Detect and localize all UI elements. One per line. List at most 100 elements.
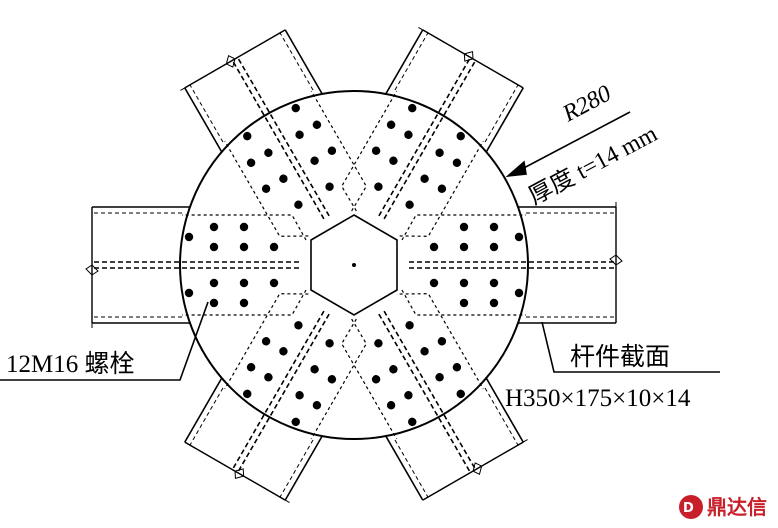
bolt — [295, 391, 304, 400]
bolt — [514, 288, 524, 298]
section-size: H350×175×10×14 — [505, 385, 691, 412]
sector-0 — [401, 212, 616, 318]
member-3 — [85, 202, 204, 328]
break-mark — [85, 264, 99, 276]
flange-dash-bottom — [394, 439, 429, 498]
bolt — [404, 391, 413, 400]
bolt — [239, 222, 249, 232]
bolt — [514, 232, 524, 242]
bolt — [209, 222, 219, 232]
bolt — [386, 120, 396, 129]
bolt — [420, 347, 429, 356]
radius-label: R280 — [558, 81, 616, 128]
watermark-text: 鼎达信 — [707, 495, 767, 519]
bolt — [404, 130, 413, 139]
bolt — [456, 131, 465, 141]
web-line-top — [383, 310, 477, 471]
plate-details-layer — [92, 32, 616, 498]
bolt — [489, 242, 499, 252]
member-2 — [180, 365, 330, 504]
bolt — [184, 232, 194, 242]
flange-dash-top — [189, 84, 224, 143]
bolt — [291, 417, 300, 427]
web-line-bottom — [236, 56, 330, 217]
bolt — [489, 222, 499, 232]
bolt — [389, 156, 398, 165]
bolt — [325, 182, 334, 191]
bolt — [261, 337, 271, 346]
radius-leader — [519, 111, 631, 171]
web-line-bottom — [383, 59, 477, 220]
flange-dash-top — [484, 387, 519, 446]
watermark-icon — [679, 495, 703, 519]
bolt — [456, 389, 465, 399]
bolt — [209, 278, 219, 288]
bolt — [489, 298, 499, 308]
bolt — [246, 363, 256, 372]
bolt — [310, 156, 319, 165]
bolt — [325, 339, 334, 348]
bolt-label: 12M16 螺栓 — [6, 350, 134, 378]
bolt — [279, 347, 288, 356]
break-mark — [234, 468, 245, 479]
bolt — [389, 365, 398, 374]
bolt — [459, 298, 469, 308]
bolt — [295, 130, 304, 139]
bolt — [374, 339, 383, 348]
bolt — [239, 278, 249, 288]
thickness-label: 厚度 t=14 mm — [524, 120, 662, 210]
bolt — [405, 200, 414, 209]
web-line-top — [231, 59, 325, 220]
radius-arrowhead — [505, 160, 527, 178]
section-label: 杆件截面 — [570, 343, 670, 371]
bolt — [209, 298, 219, 308]
bolt — [261, 184, 271, 193]
bolt — [239, 242, 249, 252]
bolt — [374, 182, 383, 191]
bolt — [264, 148, 273, 157]
sector-2 — [189, 293, 367, 498]
bolt — [408, 103, 417, 113]
plate-layer — [179, 90, 529, 440]
bolt — [452, 363, 462, 372]
bolt — [294, 200, 303, 209]
web-line-top — [236, 313, 330, 474]
bolt — [184, 288, 194, 298]
bolt — [459, 278, 469, 288]
flange-dash-bottom — [189, 387, 224, 446]
bolt — [435, 373, 444, 382]
break-mark — [472, 462, 483, 476]
bolt — [435, 148, 444, 157]
bolt — [429, 242, 439, 252]
bolt — [459, 222, 469, 232]
bolt — [327, 146, 337, 155]
break-mark — [463, 51, 474, 62]
bolt — [294, 321, 303, 330]
leaders — [0, 111, 720, 381]
member-0 — [504, 202, 623, 328]
bolt — [312, 120, 322, 129]
watermark-logo: D 鼎达信 — [679, 495, 767, 519]
flange-dash-bottom — [279, 32, 314, 91]
bolt — [312, 401, 322, 410]
bolt — [243, 389, 252, 399]
bolt — [264, 373, 273, 382]
bolt — [239, 298, 249, 308]
web-line-top — [378, 56, 472, 217]
bolt — [405, 321, 414, 330]
bolt — [408, 417, 417, 427]
bolt-leader — [0, 301, 209, 381]
sector-4 — [189, 32, 367, 237]
bolt — [437, 184, 447, 193]
bolt — [437, 337, 447, 346]
web-line-bottom — [231, 310, 325, 471]
flange-dash-bottom — [484, 84, 519, 143]
bolt — [459, 242, 469, 252]
section-leader — [541, 321, 720, 373]
bolt — [243, 131, 252, 141]
bolt — [291, 103, 300, 113]
break-mark — [225, 54, 236, 68]
break-mark — [609, 254, 623, 266]
